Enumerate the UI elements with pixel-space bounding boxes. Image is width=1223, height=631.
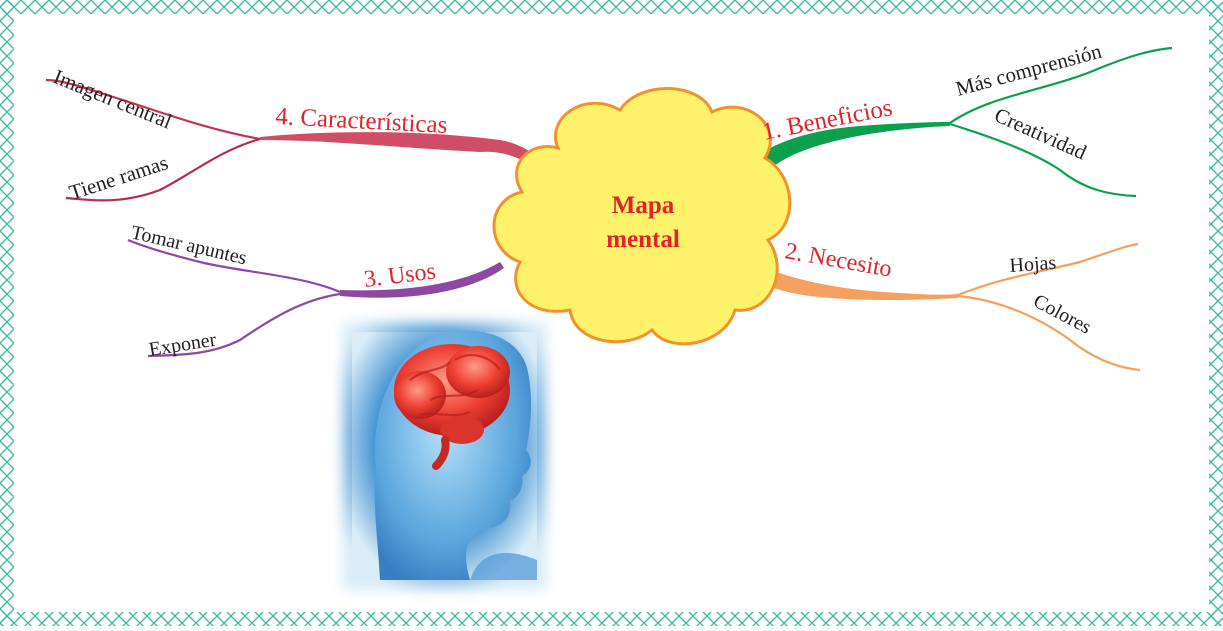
child-label-tomar-apuntes: Tomar apuntes [129, 221, 249, 269]
child-label-colores: Colores [1030, 290, 1095, 339]
central-topic-line2: mental [606, 226, 680, 253]
central-topic-line1: Mapa [612, 192, 675, 219]
brain-shape [394, 344, 510, 470]
branch-beneficios [740, 46, 1173, 198]
central-topic: Mapa mental [492, 87, 792, 346]
child-label-exponer: Exponer [147, 329, 218, 361]
branch-necesito [748, 242, 1141, 372]
branch-label-necesito: 2. Necesito [783, 238, 894, 282]
child-label-hojas: Hojas [1009, 252, 1057, 277]
branch-usos [127, 238, 504, 358]
child-label-tiene-ramas: Tiene ramas [66, 150, 171, 204]
branch-label-caracteristicas: 4. Características [275, 103, 448, 139]
branch-caracteristicas [45, 78, 548, 202]
brain-image [342, 322, 547, 590]
child-label-creatividad: Creatividad [991, 103, 1091, 165]
child-label-imagen-central: Imagen central [50, 64, 175, 133]
